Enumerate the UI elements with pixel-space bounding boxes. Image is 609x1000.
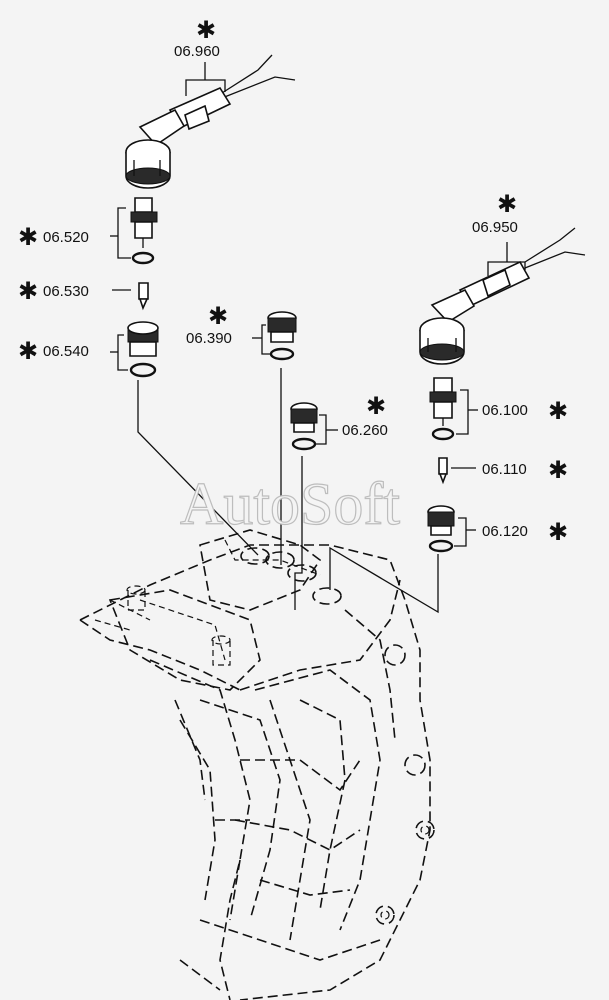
callout-label: 06.950 [472, 219, 518, 236]
star-icon: ✱ [497, 190, 517, 218]
callout-06960: ✱ 06.960 [174, 16, 220, 60]
plug-06120 [427, 505, 476, 553]
callout-06120: 06.120 ✱ [482, 518, 568, 546]
callout-06520: ✱ 06.520 [18, 223, 89, 251]
callout-06950: ✱ 06.950 [472, 190, 518, 236]
callout-label: 06.110 [482, 461, 527, 478]
callout-06540: ✱ 06.540 [18, 337, 89, 365]
star-icon: ✱ [548, 456, 568, 484]
callout-label: 06.100 [482, 402, 528, 419]
star-icon: ✱ [18, 223, 38, 251]
pin-06110 [438, 457, 476, 485]
brackets-left [110, 207, 131, 371]
callout-label: 06.120 [482, 523, 528, 540]
star-icon: ✱ [366, 392, 386, 420]
plug-06260 [290, 402, 338, 451]
star-icon: ✱ [196, 16, 216, 44]
callout-label: 06.260 [342, 422, 388, 439]
plug-06540 [127, 321, 159, 378]
callout-06390: ✱ 06.390 [186, 302, 232, 347]
sensor-06520 [130, 197, 158, 265]
callout-label: 06.540 [43, 343, 89, 360]
gearbox-housing [79, 529, 435, 1000]
leader-lines [137, 368, 439, 614]
pin-06530 [138, 282, 149, 311]
star-icon: ✱ [548, 397, 568, 425]
star-icon: ✱ [18, 277, 38, 305]
callout-label: 06.960 [174, 43, 220, 60]
harness-06950 [419, 227, 586, 365]
sensor-06100 [429, 377, 478, 441]
callout-label: 06.530 [43, 283, 89, 300]
plug-06390 [252, 311, 297, 361]
star-icon: ✱ [208, 302, 228, 330]
callout-label: 06.390 [186, 330, 232, 347]
callout-06100: 06.100 ✱ [482, 397, 568, 425]
callout-label: 06.520 [43, 229, 89, 246]
star-icon: ✱ [548, 518, 568, 546]
star-icon: ✱ [18, 337, 38, 365]
callout-06260: ✱ 06.260 [342, 392, 388, 439]
callout-06530: ✱ 06.530 [18, 277, 89, 305]
watermark-text: AutoSoft [180, 471, 400, 537]
callout-06110: 06.110 ✱ [482, 456, 568, 484]
harness-06960 [125, 54, 296, 189]
